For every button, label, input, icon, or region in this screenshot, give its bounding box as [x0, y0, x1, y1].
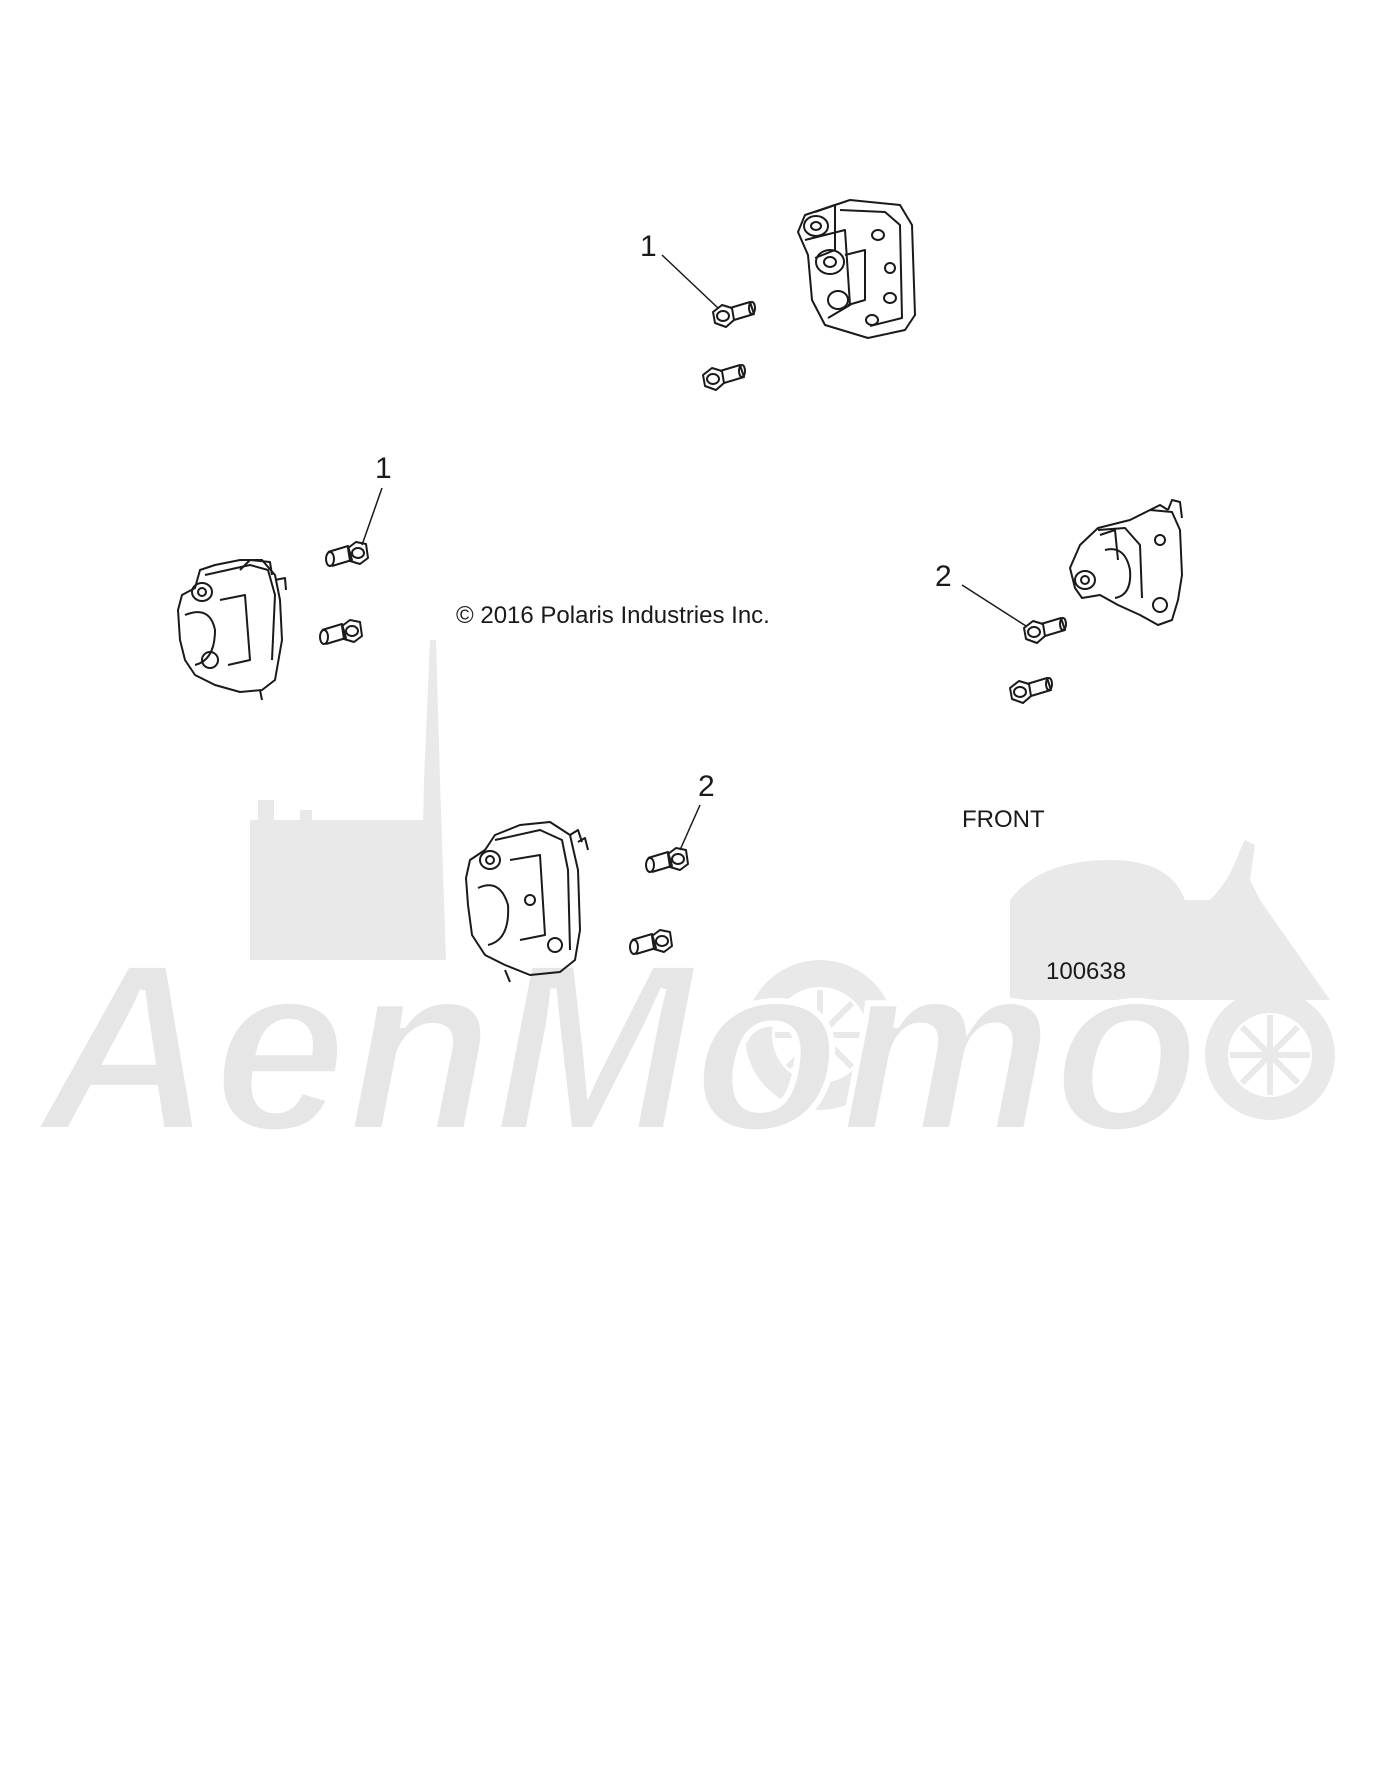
bolt-right-1 [1023, 617, 1067, 644]
leader-line-2b [679, 804, 701, 851]
bolt-top-2 [702, 364, 746, 391]
bolt-left-1 [325, 541, 369, 567]
front-orientation-label: FRONT [962, 806, 1045, 833]
leader-line-1a [661, 254, 719, 309]
brake-caliper-right [1069, 499, 1183, 626]
bolt-right-2 [1009, 677, 1053, 704]
callout-label-2: 2 [935, 560, 952, 593]
bolt-left-2 [319, 619, 363, 645]
figure-number: 100638 [1046, 958, 1127, 985]
bolt-bottom-2 [629, 929, 673, 955]
brake-caliper-top [797, 199, 916, 339]
watermark-text: AenMomo [35, 913, 1200, 1181]
leader-line-1b [361, 487, 383, 546]
bolt-bottom-1 [645, 847, 689, 873]
callout-label-2: 2 [698, 770, 715, 803]
brake-caliper-left [177, 559, 287, 701]
copyright-text: © 2016 Polaris Industries Inc. [456, 602, 770, 629]
leader-line-2a [961, 584, 1027, 627]
callout-label-1: 1 [375, 452, 392, 485]
bolt-top-1 [712, 301, 756, 328]
leader-lines [361, 254, 1027, 851]
brake-caliper-bottom [465, 821, 589, 983]
callout-label-1: 1 [640, 230, 657, 263]
